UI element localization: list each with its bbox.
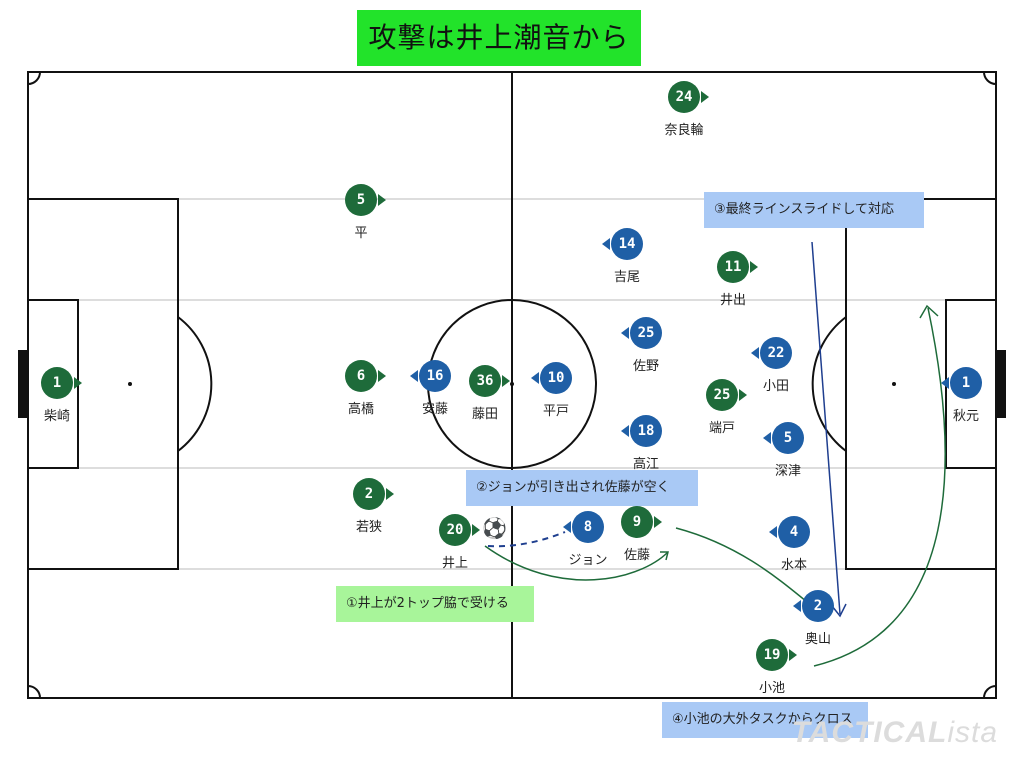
player-badge-blue: 8 — [572, 511, 604, 543]
pass-arrow-dashed — [487, 531, 566, 548]
diagram-title: 攻撃は井上潮音から — [357, 10, 641, 66]
player-badge-blue: 22 — [760, 337, 792, 369]
player-badge-blue: 1 — [950, 367, 982, 399]
player-badge-green: 2 — [353, 478, 385, 510]
player-badge-green: 1 — [41, 367, 73, 399]
player-badge-green: 6 — [345, 360, 377, 392]
player-name: 小池 — [758, 681, 786, 696]
facing-left-icon — [563, 521, 571, 533]
player-badge-green: 36 — [469, 365, 501, 397]
player-name: ジョン — [568, 553, 608, 568]
player-name: 秋元 — [952, 409, 980, 424]
facing-left-icon — [763, 432, 771, 444]
facing-right-icon — [378, 194, 386, 206]
player-name: 水本 — [780, 558, 808, 573]
player-name: 高橋 — [347, 402, 375, 417]
facing-left-icon — [793, 600, 801, 612]
player-badge-blue: 4 — [778, 516, 810, 548]
right-goal — [996, 350, 1006, 418]
player-name: 深津 — [774, 464, 802, 479]
player-name: 奥山 — [804, 632, 832, 647]
slide-arrow-line — [811, 241, 841, 615]
player-name: 藤田 — [471, 407, 499, 422]
player-name: 平戸 — [542, 404, 570, 419]
facing-right-icon — [472, 524, 480, 536]
left-goal — [18, 350, 28, 418]
facing-left-icon — [602, 238, 610, 250]
player-badge-blue: 5 — [772, 422, 804, 454]
player-name: 佐野 — [632, 359, 660, 374]
facing-right-icon — [739, 389, 747, 401]
cross-arrow-koike — [813, 307, 946, 667]
player-name: 小田 — [762, 379, 790, 394]
facing-left-icon — [769, 526, 777, 538]
facing-right-icon — [789, 649, 797, 661]
facing-right-icon — [74, 377, 82, 389]
facing-right-icon — [701, 91, 709, 103]
player-badge-blue: 14 — [611, 228, 643, 260]
player-badge-blue: 25 — [630, 317, 662, 349]
facing-left-icon — [410, 370, 418, 382]
run-arrow-inoue — [484, 545, 669, 581]
player-badge-green: 19 — [756, 639, 788, 671]
facing-right-icon — [378, 370, 386, 382]
player-badge-green: 11 — [717, 251, 749, 283]
note-2-john-drawn: ②ジョンが引き出され佐藤が空く — [466, 470, 698, 506]
player-name: 平 — [354, 226, 368, 241]
facing-left-icon — [621, 327, 629, 339]
player-badge-blue: 10 — [540, 362, 572, 394]
player-badge-green: 20 — [439, 514, 471, 546]
facing-left-icon — [531, 372, 539, 384]
soccer-ball-icon: ⚽ — [482, 516, 507, 540]
player-name: 端戸 — [708, 421, 736, 436]
player-name: 奈良輪 — [664, 123, 704, 138]
facing-left-icon — [621, 425, 629, 437]
player-badge-blue: 2 — [802, 590, 834, 622]
facing-right-icon — [502, 375, 510, 387]
note-3-line-slide: ③最終ラインスライドして対応 — [704, 192, 924, 228]
player-name: 若狭 — [355, 520, 383, 535]
player-name: 高江 — [632, 457, 660, 472]
player-name: 佐藤 — [623, 548, 651, 563]
player-name: 安藤 — [421, 402, 449, 417]
note-4-koike-cross: ④小池の大外タスクからクロス — [662, 702, 868, 738]
player-badge-green: 5 — [345, 184, 377, 216]
player-name: 柴崎 — [43, 409, 71, 424]
player-name: 井出 — [719, 293, 747, 308]
facing-right-icon — [654, 516, 662, 528]
player-name: 吉尾 — [613, 270, 641, 285]
player-badge-green: 25 — [706, 379, 738, 411]
watermark: TACTICALista — [791, 716, 998, 749]
note-1-inoue-receives: ①井上が2トップ脇で受ける — [336, 586, 534, 622]
facing-right-icon — [386, 488, 394, 500]
player-badge-green: 9 — [621, 506, 653, 538]
player-badge-blue: 16 — [419, 360, 451, 392]
player-name: 井上 — [441, 556, 469, 571]
facing-left-icon — [751, 347, 759, 359]
facing-left-icon — [941, 377, 949, 389]
player-badge-green: 24 — [668, 81, 700, 113]
facing-right-icon — [750, 261, 758, 273]
run-arrow-sato — [675, 527, 813, 607]
player-badge-blue: 18 — [630, 415, 662, 447]
